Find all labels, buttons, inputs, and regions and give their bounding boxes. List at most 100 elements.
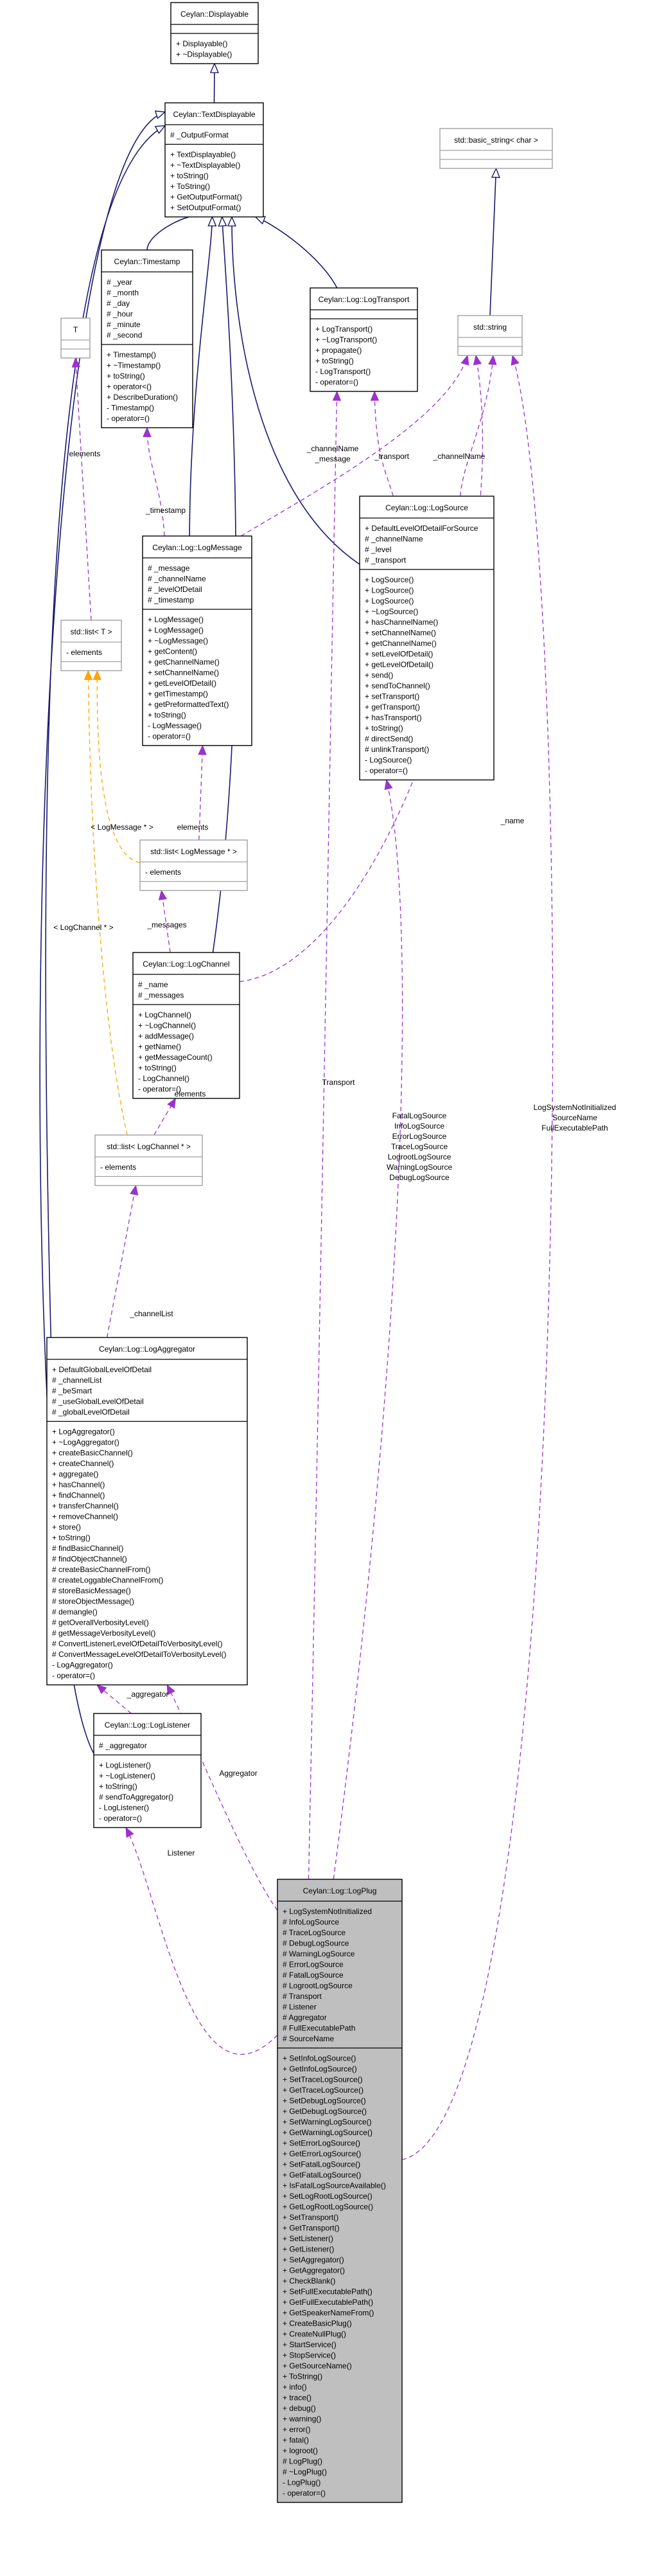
- class-method: + toString(): [365, 724, 403, 733]
- class-method: + addMessage(): [138, 1032, 194, 1041]
- class-method: + GetDebugLogSource(): [283, 2107, 367, 2116]
- class-name: std::list< LogChannel * >: [107, 1142, 191, 1151]
- class-attribute: # _globalLevelOfDetail: [52, 1408, 130, 1417]
- class-method: - operator=(): [52, 1671, 95, 1680]
- class-name: Ceylan::Log::LogPlug: [303, 1886, 377, 1895]
- class-method: + toString(): [107, 371, 145, 380]
- class-method: + GetWarningLogSource(): [283, 2128, 372, 2137]
- usage-arrow-logplug-to-logaggregator: [166, 1685, 278, 1911]
- class-method: # LogPlug(): [283, 2457, 322, 2466]
- class-box-list_logmessage: std::list< LogMessage * >- elements: [139, 839, 248, 891]
- inheritance-arrow-logtransport-to-textdisplayable: [256, 217, 338, 289]
- class-attribute: # DebugLogSource: [283, 1939, 349, 1948]
- class-frame: [94, 1134, 203, 1186]
- usage-arrow-logmessage-to-timestamp: [147, 428, 165, 537]
- class-method: + Displayable(): [176, 39, 227, 48]
- class-method: + SetFullExecutablePath(): [283, 2287, 372, 2296]
- class-method: + GetLogRootLogSource(): [283, 2203, 373, 2212]
- edge-label: TraceLogSource: [391, 1142, 448, 1151]
- edge-label: _message: [314, 454, 351, 463]
- class-method: + LogMessage(): [148, 626, 204, 635]
- class-method: - operator=(): [315, 378, 358, 387]
- class-method: + createBasicChannel(): [52, 1449, 133, 1458]
- class-attribute: - elements: [145, 868, 181, 877]
- class-method: + LogChannel(): [138, 1010, 191, 1019]
- class-method: + ~Displayable(): [176, 50, 232, 59]
- class-method: + toString(): [138, 1064, 177, 1073]
- class-method: + ~LogAggregator(): [52, 1438, 119, 1447]
- class-attribute: # ErrorLogSource: [283, 1960, 344, 1969]
- class-attribute: # _year: [107, 278, 132, 287]
- class-method: + logroot(): [283, 2446, 318, 2455]
- usage-arrow-logsource-to-logtransport: [374, 391, 394, 497]
- class-method: # ~LogPlug(): [283, 2467, 327, 2476]
- class-method: + GetOutputFormat(): [170, 193, 242, 202]
- class-frame: [93, 1713, 202, 1829]
- edge-label: elements: [69, 449, 101, 458]
- class-method: + aggregate(): [52, 1470, 98, 1479]
- edge-label: elements: [175, 1089, 206, 1098]
- class-method: + CreateNullPlug(): [283, 2330, 346, 2339]
- usage-arrow-logaggregator-to-list_logchannel: [106, 1186, 136, 1338]
- usage-arrow-logplug-to-logtransport: [308, 391, 337, 1880]
- class-method: # directSend(): [365, 735, 413, 744]
- class-box-displayable: Ceylan::Displayable+ Displayable()+ ~Dis…: [170, 2, 259, 64]
- class-attribute: # _message: [148, 564, 190, 573]
- class-method: # storeBasicMessage(): [52, 1586, 131, 1595]
- class-method: + SetAggregator(): [283, 2255, 344, 2264]
- class-method: - operator=(): [99, 1814, 142, 1823]
- class-attribute: # _aggregator: [99, 1741, 147, 1750]
- class-box-logtransport: Ceylan::Log::LogTransport+ LogTransport(…: [310, 287, 418, 392]
- class-method: + hasChannelName(): [365, 618, 438, 627]
- class-box-list_T: std::list< T >- elements: [60, 620, 122, 672]
- class-method: + toString(): [315, 357, 354, 366]
- class-method: + TextDisplayable(): [170, 150, 236, 159]
- class-attribute: + LogSystemNotInitialized: [283, 1907, 372, 1916]
- class-method: # getMessageVerbosityLevel(): [52, 1629, 155, 1638]
- class-method: + info(): [283, 2383, 307, 2392]
- usage-arrow-logmessage-to-string: [240, 355, 468, 537]
- edge-label: InfoLogSource: [394, 1122, 444, 1131]
- class-attribute: # _minute: [107, 320, 141, 329]
- usage-arrow-list_logchannel-to-logchannel: [153, 1098, 176, 1136]
- class-method: + findChannel(): [52, 1491, 105, 1500]
- class-method: # demangle(): [52, 1607, 98, 1616]
- edge-label: ErrorLogSource: [392, 1132, 447, 1141]
- class-frame: [132, 952, 240, 1099]
- class-attribute: # SourceName: [283, 2034, 334, 2043]
- class-method: + ToString(): [283, 2372, 322, 2381]
- class-method: + SetListener(): [283, 2234, 333, 2243]
- edge-label: _aggregator: [127, 1690, 169, 1699]
- class-method: + getName(): [138, 1042, 181, 1051]
- inheritance-arrow-logmessage-to-textdisplayable: [189, 217, 212, 537]
- class-attribute: + DefaultLevelOfDetailForSource: [365, 524, 478, 533]
- class-method: + DescribeDuration(): [107, 393, 178, 402]
- class-method: + GetFullExecutablePath(): [283, 2298, 373, 2307]
- class-method: + LogSource(): [365, 586, 414, 595]
- class-name: Ceylan::Log::LogChannel: [143, 960, 229, 969]
- edge-label: Aggregator: [219, 1769, 257, 1778]
- class-box-T: T: [60, 318, 91, 359]
- class-attribute: # _levelOfDetail: [148, 585, 202, 594]
- class-attribute: # _beSmart: [52, 1386, 92, 1395]
- class-attribute: # _channelName: [148, 575, 206, 584]
- class-name: std::string: [473, 323, 507, 332]
- class-box-basic_string: std::basic_string< char >: [439, 128, 553, 169]
- class-method: - operator=(): [283, 2489, 326, 2498]
- class-box-logaggregator: Ceylan::Log::LogAggregator+ DefaultGloba…: [46, 1337, 248, 1686]
- class-name: Ceylan::Log::LogSource: [385, 503, 468, 512]
- class-attribute: # Aggregator: [283, 2013, 327, 2022]
- inheritance-arrow-logsource-to-textdisplayable: [232, 217, 360, 565]
- edge-label: WarningLogSource: [387, 1163, 453, 1172]
- edge-label: _name: [500, 816, 525, 825]
- class-box-loglistener: Ceylan::Log::LogListener# _aggregator+ L…: [93, 1713, 202, 1829]
- class-box-logchannel: Ceylan::Log::LogChannel# _name# _message…: [132, 952, 240, 1099]
- edge-label: elements: [177, 823, 209, 832]
- class-method: - LogListener(): [99, 1803, 149, 1812]
- class-method: # createLoggableChannelFrom(): [52, 1576, 163, 1585]
- class-method: - Timestamp(): [107, 404, 154, 413]
- class-method: + CreateBasicPlug(): [283, 2319, 352, 2328]
- edge-label: < LogMessage * >: [91, 823, 153, 832]
- class-frame: [60, 318, 91, 359]
